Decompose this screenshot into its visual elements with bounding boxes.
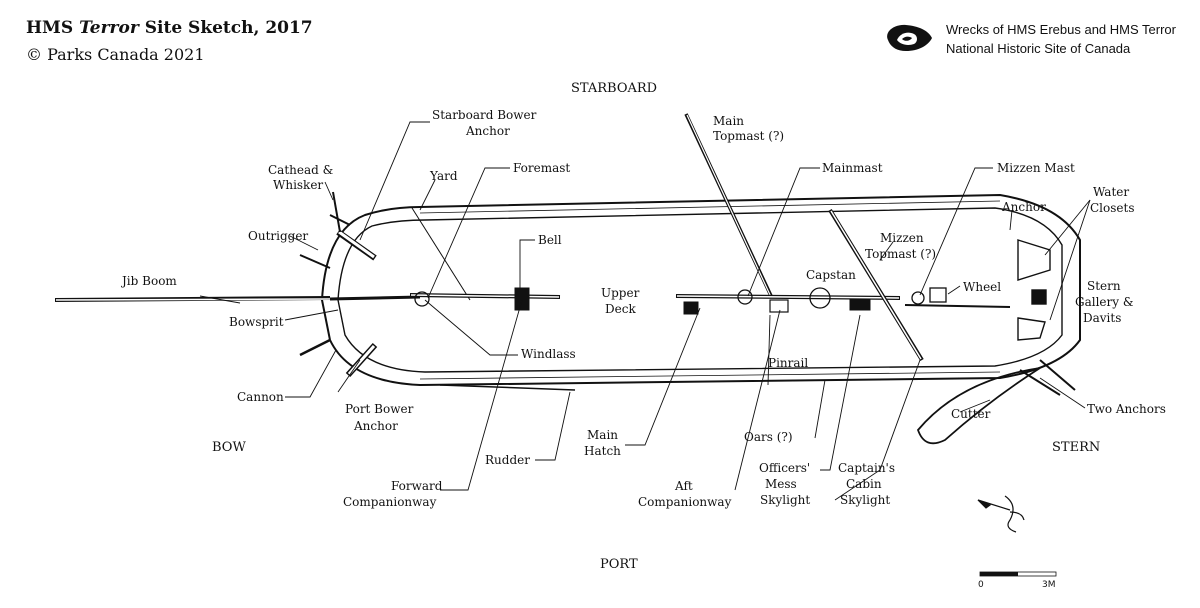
north-arrow-icon (977, 495, 1025, 533)
copyright-notice: © Parks Canada 2021 (26, 45, 205, 64)
label-forward-comp-1: Forward (391, 479, 443, 493)
starboard-label: STARBOARD (571, 81, 657, 96)
label-aft-comp-1: Aft (674, 479, 693, 493)
label-windlass: Windlass (521, 347, 576, 361)
label-officers-mess-3: Skylight (760, 493, 810, 507)
label-rudder: Rudder (485, 453, 530, 467)
label-two-anchors: Two Anchors (1087, 402, 1166, 416)
label-bowsprit: Bowsprit (229, 315, 284, 329)
label-capstan: Capstan (806, 268, 856, 282)
label-stern-gallery-3: Davits (1083, 311, 1121, 325)
label-anchor: Anchor (1001, 200, 1046, 214)
scale-end: 3M (1042, 580, 1056, 590)
parks-canada-beaver-icon (882, 22, 936, 58)
label-main-topmast-1: Main (713, 114, 744, 128)
label-upper-deck-1: Upper (601, 286, 640, 300)
label-oars: Oars (?) (744, 430, 793, 444)
scale-bar: 0 3M (978, 571, 1057, 590)
label-mizzen-topmast-2: Topmast (?) (865, 247, 936, 261)
label-main-topmast-2: Topmast (?) (713, 129, 784, 143)
label-jib-boom: Jib Boom (120, 274, 177, 288)
hull-drawing (320, 193, 1081, 387)
label-yard: Yard (429, 169, 458, 183)
label-mizzen-mast: Mizzen Mast (997, 161, 1075, 175)
label-stern-gallery-2: Gallery & (1075, 295, 1134, 309)
agency-line-1: Wrecks of HMS Erebus and HMS Terror (946, 22, 1176, 37)
agency-line-2: National Historic Site of Canada (946, 41, 1131, 56)
label-bell: Bell (538, 233, 562, 247)
label-captains-cabin-3: Skylight (840, 493, 890, 507)
label-upper-deck-2: Deck (605, 302, 636, 316)
stern-label: STERN (1052, 440, 1100, 455)
label-water-closets-1: Water (1093, 185, 1129, 199)
bow-label: BOW (212, 440, 246, 455)
leader-lines (284, 121, 1091, 501)
label-mizzen-topmast-1: Mizzen (880, 231, 924, 245)
label-main-hatch-2: Hatch (584, 444, 621, 458)
label-water-closets-2: Closets (1090, 201, 1134, 215)
label-mainmast: Mainmast (822, 161, 883, 175)
label-cathead-2: Whisker (273, 178, 323, 192)
label-cathead-1: Cathead & (268, 163, 334, 177)
label-outrigger: Outrigger (248, 229, 308, 243)
site-designation: Wrecks of HMS Erebus and HMS Terror Nati… (946, 20, 1176, 58)
label-captains-cabin-2: Cabin (846, 477, 882, 491)
spars-and-masts (54, 113, 1076, 445)
label-aft-comp-2: Companionway (638, 495, 732, 509)
label-cannon: Cannon (237, 390, 284, 404)
label-cutter: Cutter (951, 407, 991, 421)
port-label: PORT (600, 557, 638, 572)
label-starboard-bower-2: Anchor (465, 124, 510, 138)
label-port-bower-2: Anchor (353, 419, 398, 433)
label-starboard-bower-1: Starboard Bower (432, 108, 537, 122)
label-main-hatch-1: Main (587, 428, 618, 442)
label-foremast: Foremast (513, 161, 570, 175)
label-pinrail: Pinrail (768, 356, 808, 370)
label-officers-mess-1: Officers' (759, 461, 810, 475)
label-wheel: Wheel (963, 280, 1001, 294)
scale-start: 0 (978, 580, 984, 590)
label-captains-cabin-1: Captain's (838, 461, 895, 475)
label-forward-comp-2: Companionway (343, 495, 437, 509)
label-stern-gallery-1: Stern (1087, 279, 1121, 293)
label-port-bower-1: Port Bower (345, 402, 414, 416)
diagram-title: HMS Terror Site Sketch, 2017 (26, 18, 313, 38)
label-officers-mess-2: Mess (765, 477, 797, 491)
